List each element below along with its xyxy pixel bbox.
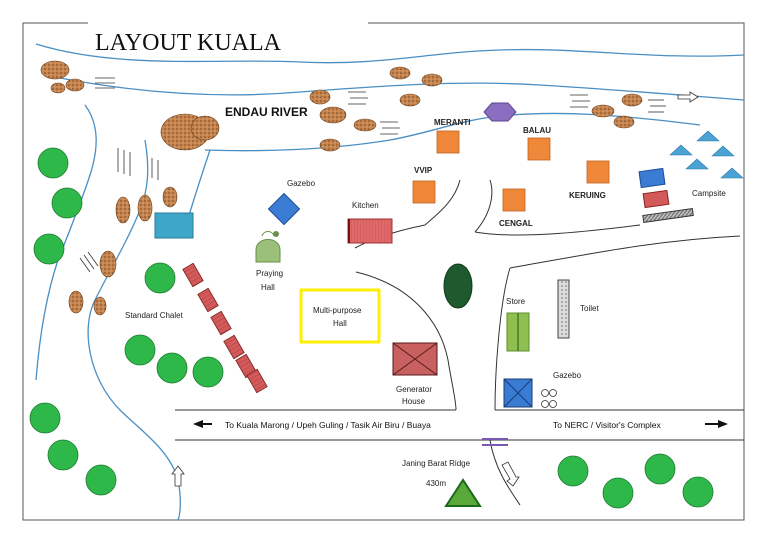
arrows [171, 91, 728, 487]
map-frame [22, 22, 745, 521]
label-multipurpose-line1: Multi-purpose [313, 306, 362, 315]
label-multipurpose-line2: Hall [333, 319, 347, 328]
generator-house-icon [392, 342, 438, 376]
label-standard-chalet: Standard Chalet [125, 311, 184, 320]
label-praying-hall-line1: Praying [256, 269, 283, 278]
label-meranti: MERANTI [434, 118, 470, 127]
label-campsite: Campsite [692, 189, 726, 198]
label-ridge: Janing Barat Ridge [402, 459, 471, 468]
label-gazebo-bottom: Gazebo [553, 371, 582, 380]
right-arrow-icon [705, 420, 728, 428]
label-road-right: To NERC / Visitor's Complex [553, 420, 661, 430]
label-generator-line2: House [402, 397, 426, 406]
peak-icon [444, 478, 482, 507]
label-toilet: Toilet [580, 304, 599, 313]
multipurpose-hall-outline [299, 288, 381, 344]
down-arrow-icon [501, 461, 520, 487]
label-kitchen: Kitchen [352, 201, 379, 210]
paths [175, 179, 744, 506]
standard-chalet-units [182, 262, 268, 394]
gazebo-seats [541, 389, 557, 408]
hexagon-marker [483, 102, 517, 122]
river-ripples [79, 77, 666, 273]
label-keruing: KERUING [569, 191, 606, 200]
chalet-vvip [412, 180, 436, 204]
trees [29, 147, 714, 509]
gazebo-top-icon [267, 192, 301, 226]
label-generator-line1: Generator [396, 385, 432, 394]
map-title: LAYOUT KUALA [95, 30, 282, 56]
chalet-keruing [586, 160, 610, 184]
label-ridge-height: 430m [426, 479, 446, 488]
chalet-balau [527, 137, 551, 161]
river-rocks [40, 60, 643, 316]
label-balau: BALAU [523, 126, 551, 135]
toilet-building [557, 279, 570, 339]
campsite-red-block [642, 189, 670, 209]
river-name: ENDAU RIVER [225, 105, 308, 119]
kitchen-building [347, 218, 393, 244]
up-arrow-icon [171, 465, 185, 487]
label-road-left: To Kuala Marong / Upeh Guling / Tasik Ai… [225, 420, 431, 430]
store-building [506, 312, 530, 352]
campsite-hatched-bar [642, 207, 694, 224]
praying-hall-icon [255, 231, 281, 263]
label-praying-hall-line2: Hall [261, 283, 275, 292]
central-tree [443, 263, 473, 309]
jetty-block [154, 212, 194, 239]
chalet-meranti [436, 130, 460, 154]
label-vvip: VVIP [414, 166, 433, 175]
campsite-tents [669, 130, 744, 179]
campsite-blue-block [638, 167, 666, 189]
label-gazebo-top: Gazebo [287, 179, 316, 188]
ridge-bridge-icon [482, 438, 508, 446]
left-arrow-icon [193, 420, 212, 428]
chalets [412, 130, 610, 212]
label-cengal: CENGAL [499, 219, 533, 228]
river-flow-arrow-icon [677, 91, 699, 103]
chalet-cengal [502, 188, 526, 212]
title-background [88, 18, 368, 56]
gazebo-bottom-icon [503, 378, 533, 408]
label-store: Store [506, 297, 526, 306]
